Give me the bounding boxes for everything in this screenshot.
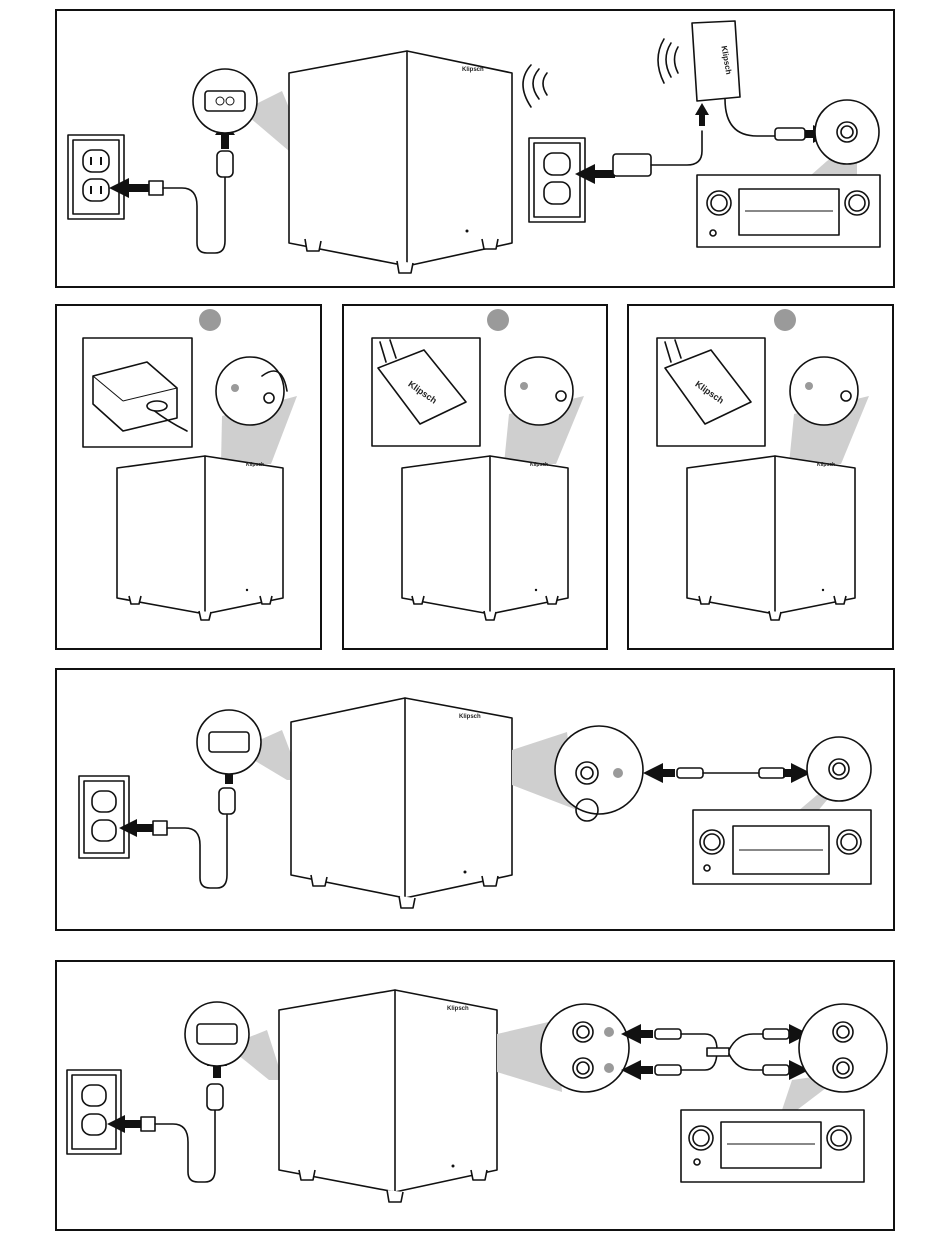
wireless-waves-icon [523, 65, 547, 107]
wireless-connection-panel: Klipsch Klipsch [55, 9, 895, 288]
subwoofer-icon: Klipsch [117, 456, 283, 620]
svg-text:Klipsch: Klipsch [246, 462, 264, 468]
wall-outlet-icon [529, 138, 585, 222]
rca-jack-icon [799, 1004, 887, 1092]
power-plug-icon [141, 1084, 223, 1182]
pairing-step-3-panel: Klipsch Klipsch [627, 304, 894, 650]
wall-outlet-icon [79, 776, 129, 858]
rca-jack-icon [541, 1004, 629, 1092]
svg-text:Klipsch: Klipsch [462, 67, 484, 73]
svg-text:Klipsch: Klipsch [459, 714, 481, 720]
receiver-icon [697, 175, 880, 247]
wireless-waves-icon [658, 39, 678, 83]
svg-text:Klipsch: Klipsch [817, 462, 835, 468]
rca-jack-icon [815, 100, 879, 164]
mono-rca-connection-panel: Klipsch [55, 668, 895, 931]
arrow-icon [695, 103, 709, 126]
subwoofer-icon: Klipsch [402, 456, 568, 620]
receiver-icon [681, 1110, 864, 1182]
subwoofer-icon: Klipsch [687, 456, 855, 620]
svg-text:Klipsch: Klipsch [447, 1006, 469, 1012]
power-plug-icon [149, 151, 233, 253]
pairing-step-1-panel: Klipsch [55, 304, 322, 650]
svg-text:Klipsch: Klipsch [530, 462, 548, 468]
pairing-step-2-panel: Klipsch Klipsch [342, 304, 608, 650]
rca-jack-icon [807, 737, 871, 801]
stereo-rca-connection-panel: Klipsch [55, 960, 895, 1231]
rca-jack-icon [555, 726, 643, 814]
wall-outlet-icon [67, 1070, 121, 1154]
wall-outlet-icon [68, 135, 124, 219]
receiver-icon [693, 810, 871, 884]
arrow-icon [643, 763, 675, 783]
subwoofer-icon: Klipsch [279, 990, 497, 1202]
power-plug-icon [153, 788, 235, 888]
subwoofer-icon: Klipsch [291, 698, 512, 908]
subwoofer-icon: Klipsch [289, 51, 512, 273]
